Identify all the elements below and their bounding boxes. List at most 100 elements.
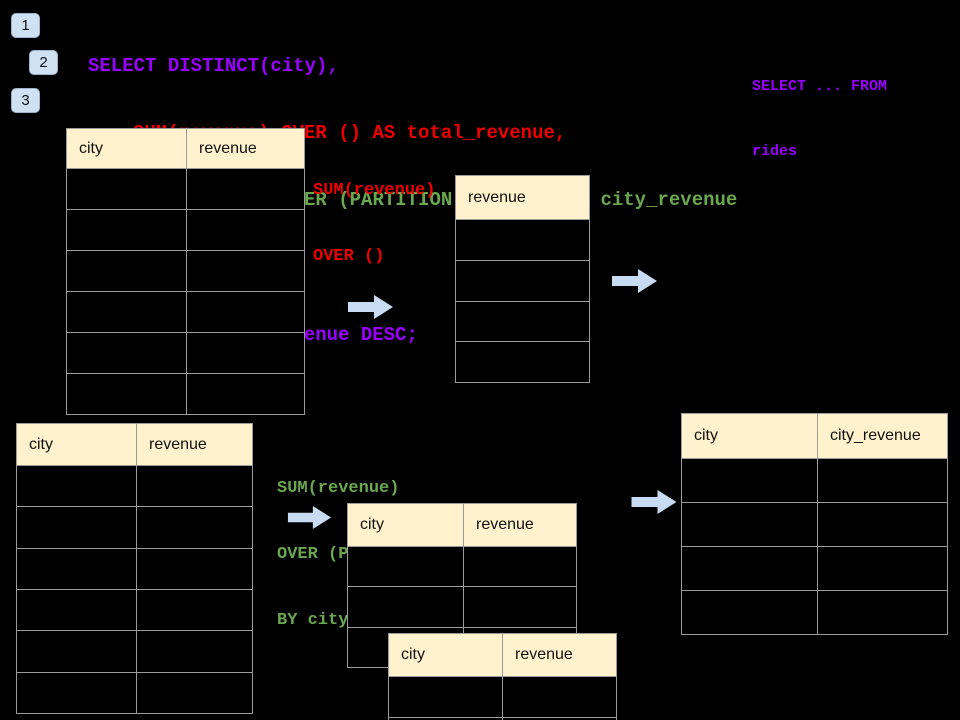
column-header-city: city bbox=[348, 504, 464, 546]
table-cell bbox=[503, 677, 616, 717]
table-cell bbox=[456, 261, 589, 301]
table-row bbox=[67, 168, 304, 209]
table-result-header: city city_revenue bbox=[682, 414, 947, 458]
table-cell bbox=[67, 169, 187, 209]
table-cell bbox=[389, 677, 503, 717]
table-cell bbox=[67, 333, 187, 373]
table-cell bbox=[67, 374, 187, 414]
flow-arrow-to-result bbox=[631, 490, 677, 514]
table-cell bbox=[348, 547, 464, 587]
table-cell bbox=[187, 374, 304, 414]
side-note: SELECT ... FROM rides bbox=[752, 33, 887, 205]
flow-arrow-from-total bbox=[612, 269, 657, 293]
table-row bbox=[17, 506, 252, 548]
table-cell bbox=[67, 210, 187, 250]
table-cell bbox=[464, 587, 576, 626]
table-partition-front: city revenue bbox=[388, 633, 617, 720]
table-row bbox=[682, 590, 947, 634]
table-cell bbox=[389, 718, 503, 720]
column-header-city: city bbox=[17, 424, 137, 465]
table-source-bottom-header: city revenue bbox=[17, 424, 252, 465]
table-cell bbox=[137, 466, 252, 506]
table-cell bbox=[17, 589, 137, 631]
side-note-line2: rides bbox=[752, 142, 798, 160]
table-cell bbox=[818, 547, 947, 590]
table-cell bbox=[348, 587, 464, 627]
table-cell bbox=[137, 631, 252, 671]
table-cell bbox=[187, 292, 304, 332]
column-header-revenue: revenue bbox=[199, 139, 257, 157]
table-row bbox=[456, 219, 589, 260]
step-badge-1: 1 bbox=[11, 13, 40, 38]
table-row bbox=[67, 291, 304, 332]
table-cell bbox=[137, 673, 252, 713]
table-cell bbox=[682, 503, 818, 546]
column-header-revenue: revenue bbox=[515, 646, 573, 663]
table-result: city city_revenue bbox=[681, 413, 948, 635]
table-total-revenue-header: revenue bbox=[456, 176, 589, 219]
table-partition-front-header: city revenue bbox=[389, 634, 616, 676]
table-row bbox=[682, 458, 947, 502]
column-header-revenue: revenue bbox=[476, 516, 534, 533]
table-cell bbox=[187, 169, 304, 209]
table-row bbox=[17, 465, 252, 507]
table-cell bbox=[17, 548, 137, 589]
step-badge-3: 3 bbox=[11, 88, 40, 113]
table-cell bbox=[456, 302, 589, 342]
column-header-city: city bbox=[67, 129, 187, 168]
table-cell bbox=[456, 342, 589, 382]
sql-line-select: SELECT DISTINCT(city), bbox=[88, 54, 339, 77]
annotation-total-revenue: SUM(revenue) OVER () bbox=[313, 136, 435, 312]
table-cell bbox=[682, 591, 818, 634]
table-cell bbox=[187, 333, 304, 373]
step-badge-3-label: 3 bbox=[21, 92, 30, 109]
table-row bbox=[348, 586, 576, 627]
table-row bbox=[17, 630, 252, 672]
table-row bbox=[456, 259, 589, 301]
step-badge-2: 2 bbox=[29, 50, 58, 75]
column-header-revenue: revenue bbox=[468, 188, 526, 206]
table-cell bbox=[17, 672, 137, 713]
annotation-total-line2: OVER () bbox=[313, 247, 385, 266]
column-header-city-revenue: city_revenue bbox=[830, 427, 921, 444]
side-note-line1: SELECT ... FROM bbox=[752, 78, 888, 95]
table-cell bbox=[67, 251, 187, 291]
table-cell bbox=[818, 591, 947, 634]
table-cell bbox=[137, 549, 252, 589]
table-total-revenue: revenue bbox=[455, 175, 590, 383]
annotation-partition-line3: BY city) bbox=[277, 611, 359, 630]
annotation-total-line1: SUM(revenue) bbox=[313, 181, 436, 200]
flow-arrow-to-partition bbox=[287, 506, 332, 529]
table-cell bbox=[17, 507, 137, 548]
table-row bbox=[17, 588, 252, 631]
table-row bbox=[682, 502, 947, 546]
table-cell bbox=[818, 503, 947, 546]
column-header-revenue: revenue bbox=[149, 435, 207, 453]
table-row bbox=[456, 341, 589, 382]
table-cell bbox=[137, 590, 252, 630]
table-row bbox=[67, 209, 304, 250]
step-badge-2-label: 2 bbox=[39, 54, 48, 71]
step-badge-1-label: 1 bbox=[21, 17, 30, 34]
annotation-partition-line1: SUM(revenue) bbox=[277, 479, 400, 498]
table-row bbox=[17, 671, 252, 713]
table-row bbox=[17, 547, 252, 589]
table-row bbox=[67, 250, 304, 291]
table-source-top-header: city revenue bbox=[67, 129, 304, 168]
table-cell bbox=[682, 547, 818, 590]
table-cell bbox=[456, 220, 589, 260]
table-source-bottom: city revenue bbox=[16, 423, 253, 714]
table-cell bbox=[682, 459, 818, 502]
table-partition-back-header: city revenue bbox=[348, 504, 576, 546]
table-row bbox=[456, 300, 589, 342]
table-row bbox=[389, 717, 616, 720]
column-header-city: city bbox=[682, 414, 818, 458]
table-row bbox=[389, 676, 616, 717]
table-cell bbox=[137, 507, 252, 547]
table-row bbox=[67, 332, 304, 373]
column-header-city: city bbox=[389, 634, 503, 676]
table-cell bbox=[818, 459, 947, 502]
flow-arrow-to-total bbox=[348, 295, 393, 319]
table-cell bbox=[17, 631, 137, 672]
